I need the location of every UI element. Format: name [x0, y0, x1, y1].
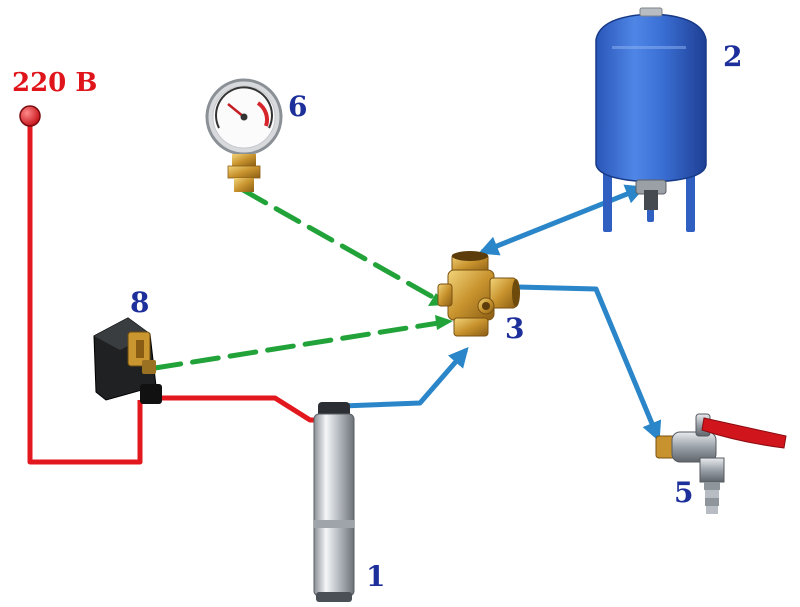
- gauge-number-label: 6: [288, 90, 307, 123]
- mains-wire: [27, 118, 143, 465]
- power-terminal-dot: [19, 105, 41, 127]
- electric-wiring: [27, 118, 332, 465]
- submersible-pump-icon: [313, 402, 355, 602]
- pressure-gauge-icon: [205, 78, 283, 192]
- gauge-line: [240, 187, 441, 303]
- fitting-to-faucet-pipe: [517, 284, 662, 442]
- pump-number-label: 1: [366, 560, 385, 593]
- pressure-switch-icon: [93, 317, 162, 404]
- water-lines: [341, 184, 662, 442]
- pump-to-fitting-pipe: [341, 346, 469, 409]
- pump-power-wire: [160, 395, 332, 423]
- power-supply-label: 220 В: [12, 68, 97, 98]
- tank-number-label: 2: [723, 40, 742, 73]
- switch-line-arrowhead: [435, 315, 453, 330]
- faucet-icon: [655, 413, 787, 514]
- tank-fitting-pipe: [478, 184, 646, 256]
- fitting-number-label: 3: [505, 312, 524, 345]
- expansion-tank-icon: [595, 7, 707, 232]
- faucet-number-label: 5: [674, 476, 693, 509]
- five-way-fitting-icon: [437, 251, 520, 337]
- pressure-signal-lines: [152, 187, 448, 371]
- switch-line: [152, 319, 448, 371]
- switch-number-label: 8: [130, 286, 149, 319]
